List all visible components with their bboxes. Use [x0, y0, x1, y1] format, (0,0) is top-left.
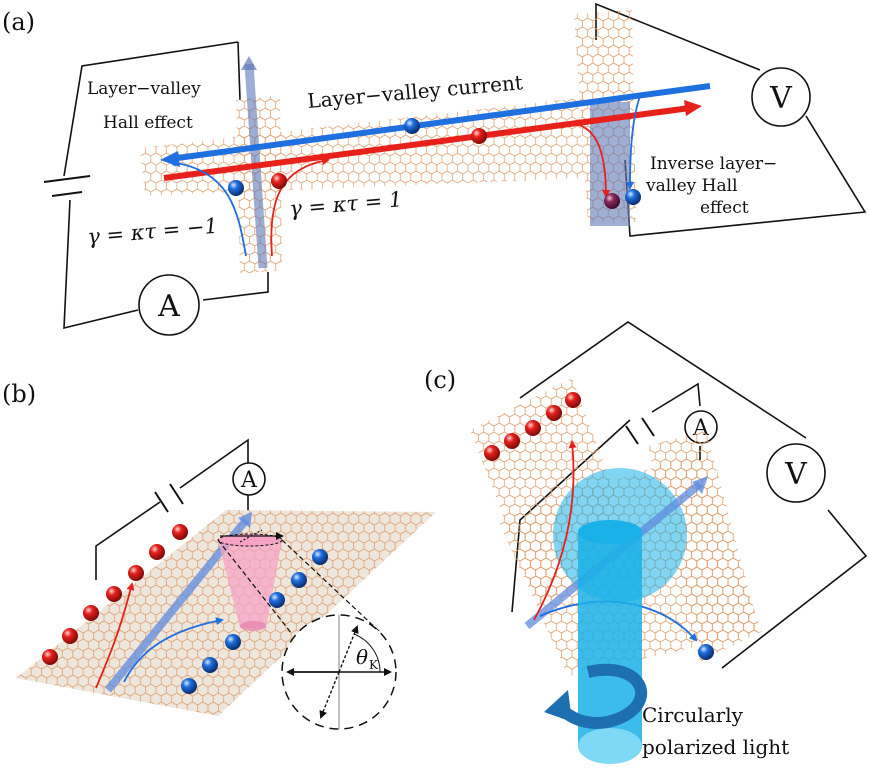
theta-symbol: θ — [356, 645, 368, 669]
ammeter-icon: A — [232, 462, 266, 496]
voltmeter-icon: V — [751, 67, 811, 127]
kerr-angle-inset: θ K — [281, 614, 397, 730]
electron-sphere-icon — [83, 605, 99, 621]
blue-trajectory-right — [626, 95, 641, 190]
electron-sphere-icon — [291, 572, 307, 588]
panel-c: (c) A V — [424, 321, 868, 764]
electron-sphere-icon — [525, 420, 541, 436]
battery-icon — [43, 175, 91, 197]
blue-trajectory-left — [168, 158, 247, 257]
circular-arrow-icon — [544, 663, 648, 729]
theta-subscript: K — [369, 658, 379, 672]
electron-sphere-icon — [625, 189, 641, 205]
electron-sphere-icon — [698, 644, 714, 660]
panel-a: (a) A V — [2, 2, 867, 336]
blue-deflection-b — [123, 617, 224, 683]
voltmeter-label-a: V — [769, 81, 793, 116]
panel-b: (b) A — [2, 380, 436, 730]
electron-sphere-icon — [228, 180, 244, 196]
gamma-neg-label: γ = κτ = −1 — [86, 214, 218, 249]
electron-sphere-icon — [546, 405, 562, 421]
electron-sphere-icon — [106, 586, 122, 602]
zoom-line-left — [217, 539, 293, 635]
red-trajectory-left — [270, 157, 330, 257]
electron-sphere-icon — [42, 649, 58, 665]
current-label: Layer−valley current — [306, 70, 523, 113]
ammeter-label-a: A — [157, 289, 180, 324]
electron-sphere-icon — [471, 128, 487, 144]
red-trajectory-right — [575, 123, 610, 198]
panel-a-label: (a) — [2, 8, 35, 36]
electron-sphere-icon — [62, 628, 78, 644]
panel-b-label: (b) — [2, 380, 36, 408]
electron-sphere-icon — [128, 565, 144, 581]
electron-sphere-icon — [269, 592, 285, 608]
lvh-label-line2: Hall effect — [103, 113, 193, 133]
kerr-rotated-top — [239, 529, 263, 543]
ammeter-icon: A — [138, 274, 200, 336]
kerr-spot — [240, 621, 266, 631]
lvh-bar-arrowhead — [241, 56, 257, 70]
panel-c-label: (c) — [424, 366, 456, 394]
voltmeter-label-c: V — [784, 457, 808, 492]
current-arrowhead-c — [692, 476, 708, 494]
zoom-line-right — [281, 539, 381, 633]
red-deflection-b — [95, 582, 135, 689]
blue-current-arrow — [169, 83, 711, 162]
electron-sphere-icon — [181, 678, 197, 694]
battery-icon — [625, 417, 655, 445]
battery-icon — [154, 483, 184, 513]
current-arrowhead-b — [238, 512, 252, 528]
light-label-line2: polarized light — [642, 735, 789, 759]
red-deflection-c — [533, 440, 577, 621]
electron-sphere-icon — [149, 544, 165, 560]
kerr-cone — [218, 540, 282, 628]
electron-sphere-icon — [565, 392, 581, 408]
electron-sphere-icon — [504, 433, 520, 449]
inverse-label-line3: effect — [700, 198, 749, 218]
light-label-line1: Circularly — [642, 703, 744, 727]
electron-sphere-icon — [312, 549, 328, 565]
electron-sphere-icon — [271, 173, 287, 189]
red-current-arrow — [163, 105, 691, 181]
ammeter-label-b: A — [240, 468, 258, 493]
circuit-left — [63, 41, 269, 330]
red-current-arrowhead — [684, 100, 702, 116]
electron-sphere-icon — [404, 118, 420, 134]
lvh-label-line1: Layer−valley — [87, 79, 201, 99]
voltmeter-icon: V — [766, 443, 826, 503]
electron-sphere-icon — [604, 193, 620, 209]
graphene-lattice-b — [16, 510, 436, 716]
inverse-label-line1: Inverse layer− — [650, 154, 777, 174]
inverse-label-line2: valley Hall — [645, 176, 738, 196]
electron-sphere-icon — [172, 524, 188, 540]
gamma-pos-label: γ = κτ = 1 — [288, 187, 403, 221]
electron-sphere-icon — [484, 445, 500, 461]
electron-sphere-icon — [225, 634, 241, 650]
electron-sphere-icon — [202, 657, 218, 673]
